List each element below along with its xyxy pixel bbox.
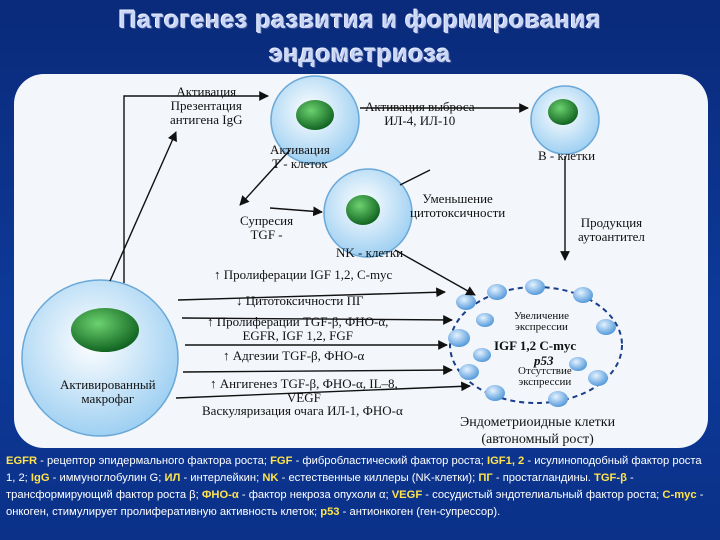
t-activation-line-2: Т - клеток: [272, 156, 328, 171]
legend-desc: - фактор некроза опухоли α;: [238, 489, 392, 501]
expression-up-line-2: экспрессии: [515, 321, 568, 333]
label-expression-up: Увеличение экспрессии: [514, 311, 569, 333]
macrophage-line-2: макрофаг: [81, 391, 135, 406]
label-il-release: Активация выброса ИЛ-4, ИЛ-10: [365, 100, 475, 128]
cytotox-decrease-line-2: цитотоксичности: [410, 205, 506, 220]
label-angiogenesis: ↑ Ангигенез TGF-β, ФНО-α, IL–8, VEGF: [210, 377, 398, 405]
label-cytotox-decrease: Уменьшение цитотоксичности: [410, 192, 505, 220]
macrophage-cell: [21, 279, 179, 437]
angiogenesis-line-1: ↑ Ангигенез TGF-β, ФНО-α, IL–8,: [210, 376, 398, 391]
label-p53: p53: [534, 353, 554, 368]
label-antigen-activation: Активация Презентация антигена IgG: [170, 85, 243, 127]
legend-term: p53: [320, 506, 340, 518]
label-t-activation: Активация Т - клеток: [270, 143, 330, 171]
arrow-macrophage-to-t-cell: [123, 91, 269, 283]
legend-term: IGF1, 2: [486, 455, 525, 467]
legend-desc: - сосудистый эндотелиальный фактор роста…: [422, 489, 663, 501]
legend-desc: - естественные киллеры (NK-клетки);: [278, 472, 479, 484]
arrow-nk-to-endometrium: [394, 249, 476, 296]
arrow-suppression-to-nk: [269, 206, 323, 217]
autoantibody-line-2: аутоантител: [578, 229, 645, 244]
legend-desc: - фибробластический фактор роста;: [292, 455, 487, 467]
label-suppression: Супресия TGF -: [240, 214, 293, 242]
slide-title-line-2: эндометриоза: [269, 40, 451, 68]
legend-desc: - рецептор эпидермального фактора роста;: [37, 455, 271, 467]
angiogenesis-line-2: VEGF: [286, 390, 321, 405]
antigen-line-3: антигена IgG: [170, 112, 243, 127]
legend-desc: - онкоген, стимулирует пролиферативную а…: [6, 489, 704, 518]
label-cytotox-pg: ↓ Цитотоксичности ПГ: [236, 293, 364, 308]
label-expression-absent: Отсутствие экспрессии: [518, 366, 572, 388]
arrow-nk-to-cytotox: [399, 169, 431, 186]
endometrioid-line-1: Эндометриоидные клетки: [460, 415, 616, 430]
legend-desc: - исулиноподобный фактор роста 1, 2;: [6, 455, 702, 484]
il-release-line-2: ИЛ-4, ИЛ-10: [384, 113, 456, 128]
legend-desc: - иммуноглобулин G;: [49, 472, 165, 484]
legend-term: C-myc: [662, 489, 697, 501]
arrow-macrophage-line-1: [177, 287, 446, 301]
arrow-macrophage-line-4: [182, 365, 453, 375]
arrow-macrophage-to-antigen: [109, 131, 177, 282]
t-activation-line-1: Активация: [270, 142, 330, 157]
label-prolif-tgf: ↑ Пролиферации TGF-β, ФНО-α, EGFR, IGF 1…: [207, 315, 388, 343]
legend-term: ФНО-α: [201, 489, 239, 501]
prolif-tgf-line-2: EGFR, IGF 1,2, FGF: [242, 328, 353, 343]
label-autoantibody: Продукция аутоантител: [578, 216, 645, 244]
legend-term: EGFR: [6, 455, 38, 467]
expression-absent-line-1: Отсутствие: [518, 365, 572, 377]
suppression-line-1: Супресия: [240, 213, 294, 228]
label-vascularization: Васкуляризация очага ИЛ-1, ФНО-α: [202, 403, 403, 418]
macrophage-line-1: Активированный: [60, 377, 156, 392]
endometrioid-line-2: (автономный рост): [481, 432, 594, 447]
label-prolif-igf: ↑ Пролиферации IGF 1,2, C-myc: [214, 267, 393, 282]
abbreviation-legend: EGFR - рецептор эпидермального фактора р…: [6, 453, 712, 521]
cytotox-decrease-line-1: Уменьшение: [422, 191, 493, 206]
expression-absent-line-2: экспрессии: [518, 376, 572, 388]
legend-desc: - трансформирующий фактор роста β;: [6, 472, 634, 501]
legend-desc: - антионкоген (ген-супрессор).: [339, 506, 501, 518]
slide-title-line-1: Патогенез развития и формирования: [118, 6, 602, 34]
legend-desc: - простагландины.: [492, 472, 594, 484]
t-cell: [270, 75, 360, 165]
prolif-tgf-line-1: ↑ Пролиферации TGF-β, ФНО-α,: [207, 314, 389, 329]
nk-cell: [323, 168, 413, 258]
legend-term: VEGF: [391, 489, 423, 501]
label-adhesion: ↑ Адгезии TGF-β, ФНО-α: [223, 348, 365, 363]
legend-term: NK: [262, 472, 279, 484]
antigen-line-1: Активация: [176, 84, 237, 99]
legend-term: ПГ: [478, 472, 493, 484]
legend-desc: - интерлейкин;: [180, 472, 263, 484]
antigen-line-2: Презентация: [170, 98, 242, 113]
b-cell: [530, 85, 600, 155]
label-igf-cmyc: IGF 1,2 C-myc: [494, 338, 577, 353]
label-b-cells: В - клетки: [538, 148, 596, 163]
il-release-line-1: Активация выброса: [365, 99, 475, 114]
endometrioid-cluster: [448, 279, 623, 407]
expression-up-line-1: Увеличение: [514, 310, 570, 322]
label-endometrioid: Эндометриоидные клетки (автономный рост): [460, 414, 615, 448]
suppression-line-2: TGF -: [250, 227, 283, 242]
legend-term: ИЛ: [164, 472, 181, 484]
legend-term: TGF-β: [593, 472, 627, 484]
autoantibody-line-1: Продукция: [580, 215, 643, 230]
label-macrophage: Активированный макрофаг: [60, 378, 156, 406]
arrow-macrophage-line-5: [175, 381, 471, 399]
arrow-t-cell-to-suppression: [239, 149, 291, 206]
legend-term: IgG: [30, 472, 50, 484]
arrow-macrophage-line-2: [181, 315, 453, 325]
legend-term: FGF: [270, 455, 293, 467]
label-nk-cells: NK - клетки: [336, 245, 404, 260]
